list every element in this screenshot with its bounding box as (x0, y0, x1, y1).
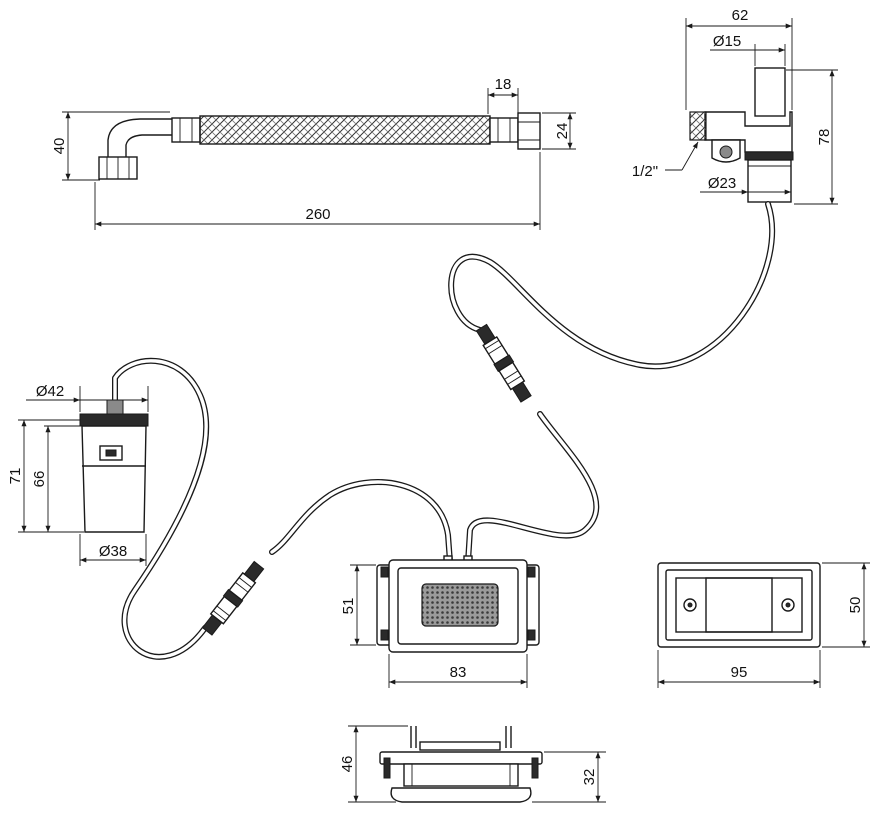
battery-dimensions: Ø42 71 66 Ø38 (7, 383, 149, 566)
valve-stem (754, 67, 786, 117)
side-dimensions: 46 32 (339, 725, 606, 803)
dim-side-total: 46 (339, 756, 356, 773)
dim-sensor-width: 83 (450, 664, 467, 681)
dim-plate-height: 50 (847, 597, 864, 614)
hose-dimensions: 40 18 24 260 (51, 76, 576, 230)
valve-thread (689, 111, 707, 141)
dim-battery-top: Ø42 (36, 383, 64, 400)
dim-sensor-height: 51 (340, 598, 357, 615)
solenoid-valve (689, 67, 794, 203)
dim-battery-total: 71 (7, 468, 24, 485)
hose-collar-right (489, 117, 519, 143)
connector-lower (201, 560, 265, 636)
dim-side-body: 32 (581, 769, 598, 786)
dim-hose-height: 40 (51, 138, 68, 155)
valve-ring (744, 151, 794, 161)
dim-hose-nut: 18 (495, 76, 512, 93)
hose-elbow-inner (125, 134, 175, 160)
flexible-hose (98, 112, 541, 180)
battery-body (81, 425, 147, 533)
hose-collar-left (171, 117, 201, 143)
dim-battery-body: 66 (31, 471, 48, 488)
battery-cap (79, 413, 149, 427)
dim-valve-thread: 1/2" (632, 163, 658, 180)
dim-hose-length: 260 (305, 206, 330, 223)
connector-upper (475, 323, 532, 403)
dim-plate-width: 95 (731, 664, 748, 681)
hose-nut-right (517, 112, 541, 150)
dim-valve-inner: Ø15 (713, 33, 741, 50)
side-view (379, 726, 543, 803)
wall-plate (657, 562, 821, 648)
dim-valve-outer: Ø23 (708, 175, 736, 192)
valve-dimensions: 62 Ø15 78 1/2" Ø23 (632, 7, 838, 205)
dim-valve-height: 78 (816, 129, 833, 146)
valve-coil (747, 159, 792, 203)
plate-dimensions: 95 50 (657, 562, 870, 688)
cables (112, 201, 776, 660)
dim-valve-width: 62 (732, 7, 749, 24)
sensor-dimensions: 51 83 (340, 564, 528, 688)
battery-box (79, 399, 149, 533)
sensor-module (376, 555, 540, 653)
hose-braid (199, 115, 491, 145)
hose-elbow (107, 118, 175, 160)
sensor-window (421, 583, 499, 627)
dim-battery-bottom: Ø38 (99, 543, 127, 560)
dim-hose-diameter: 24 (554, 123, 571, 140)
